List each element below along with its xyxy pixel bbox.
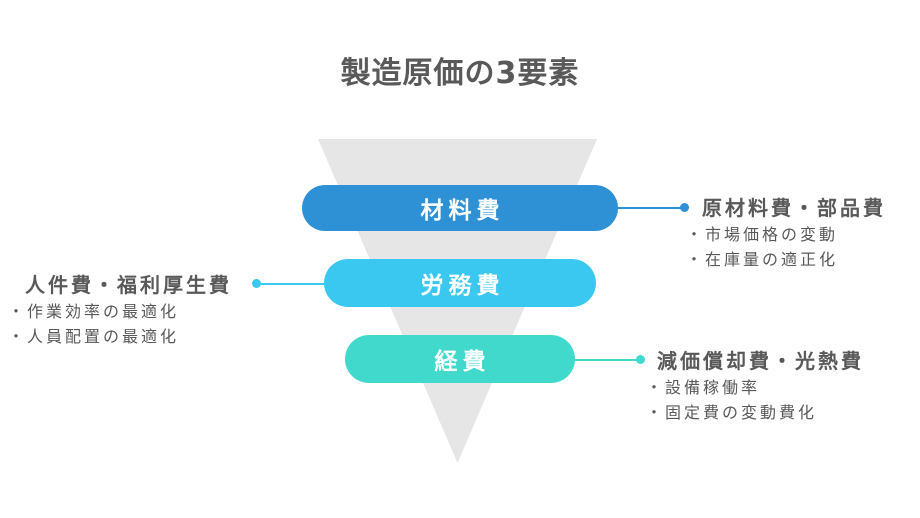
annotation-expense-title: 減価償却費・光熱費 <box>657 349 864 373</box>
annotation-labor-title: 人件費・福利厚生費 <box>25 273 232 297</box>
annotation-material-bullet-2: ・在庫量の適正化 <box>686 250 839 269</box>
annotation-material-bullet-1: ・市場価格の変動 <box>686 225 839 244</box>
connector-line-expense <box>575 359 637 361</box>
connector-line-material <box>618 207 681 209</box>
annotation-material-title: 原材料費・部品費 <box>702 196 886 220</box>
funnel-bar-labor-label: 労務費 <box>420 273 505 299</box>
annotation-expense-bullet-2: ・固定費の変動費化 <box>646 403 818 422</box>
funnel-bar-material: 材料費 <box>302 185 618 231</box>
annotation-expense-bullet-1: ・設備稼働率 <box>646 378 761 397</box>
annotation-labor-bullet-1: ・作業効率の最適化 <box>8 302 180 321</box>
annotation-labor-bullet-2: ・人員配置の最適化 <box>8 327 180 346</box>
annotation-material: 原材料費・部品費 ・市場価格の変動 ・在庫量の適正化 <box>686 194 886 272</box>
connector-dot-material <box>680 203 689 212</box>
connector-dot-expense <box>636 355 645 364</box>
funnel-bar-material-label: 材料費 <box>420 198 505 224</box>
page-title: 製造原価の3要素 <box>340 56 580 91</box>
funnel-bar-expense-label: 経費 <box>434 349 491 375</box>
annotation-expense: 減価償却費・光熱費 ・設備稼働率 ・固定費の変動費化 <box>646 347 864 425</box>
funnel-bar-expense: 経費 <box>345 335 575 383</box>
annotation-labor: 人件費・福利厚生費 ・作業効率の最適化 ・人員配置の最適化 <box>8 271 232 349</box>
funnel-bar-labor: 労務費 <box>324 259 596 307</box>
connector-dot-labor <box>252 279 261 288</box>
connector-line-labor <box>258 283 324 285</box>
